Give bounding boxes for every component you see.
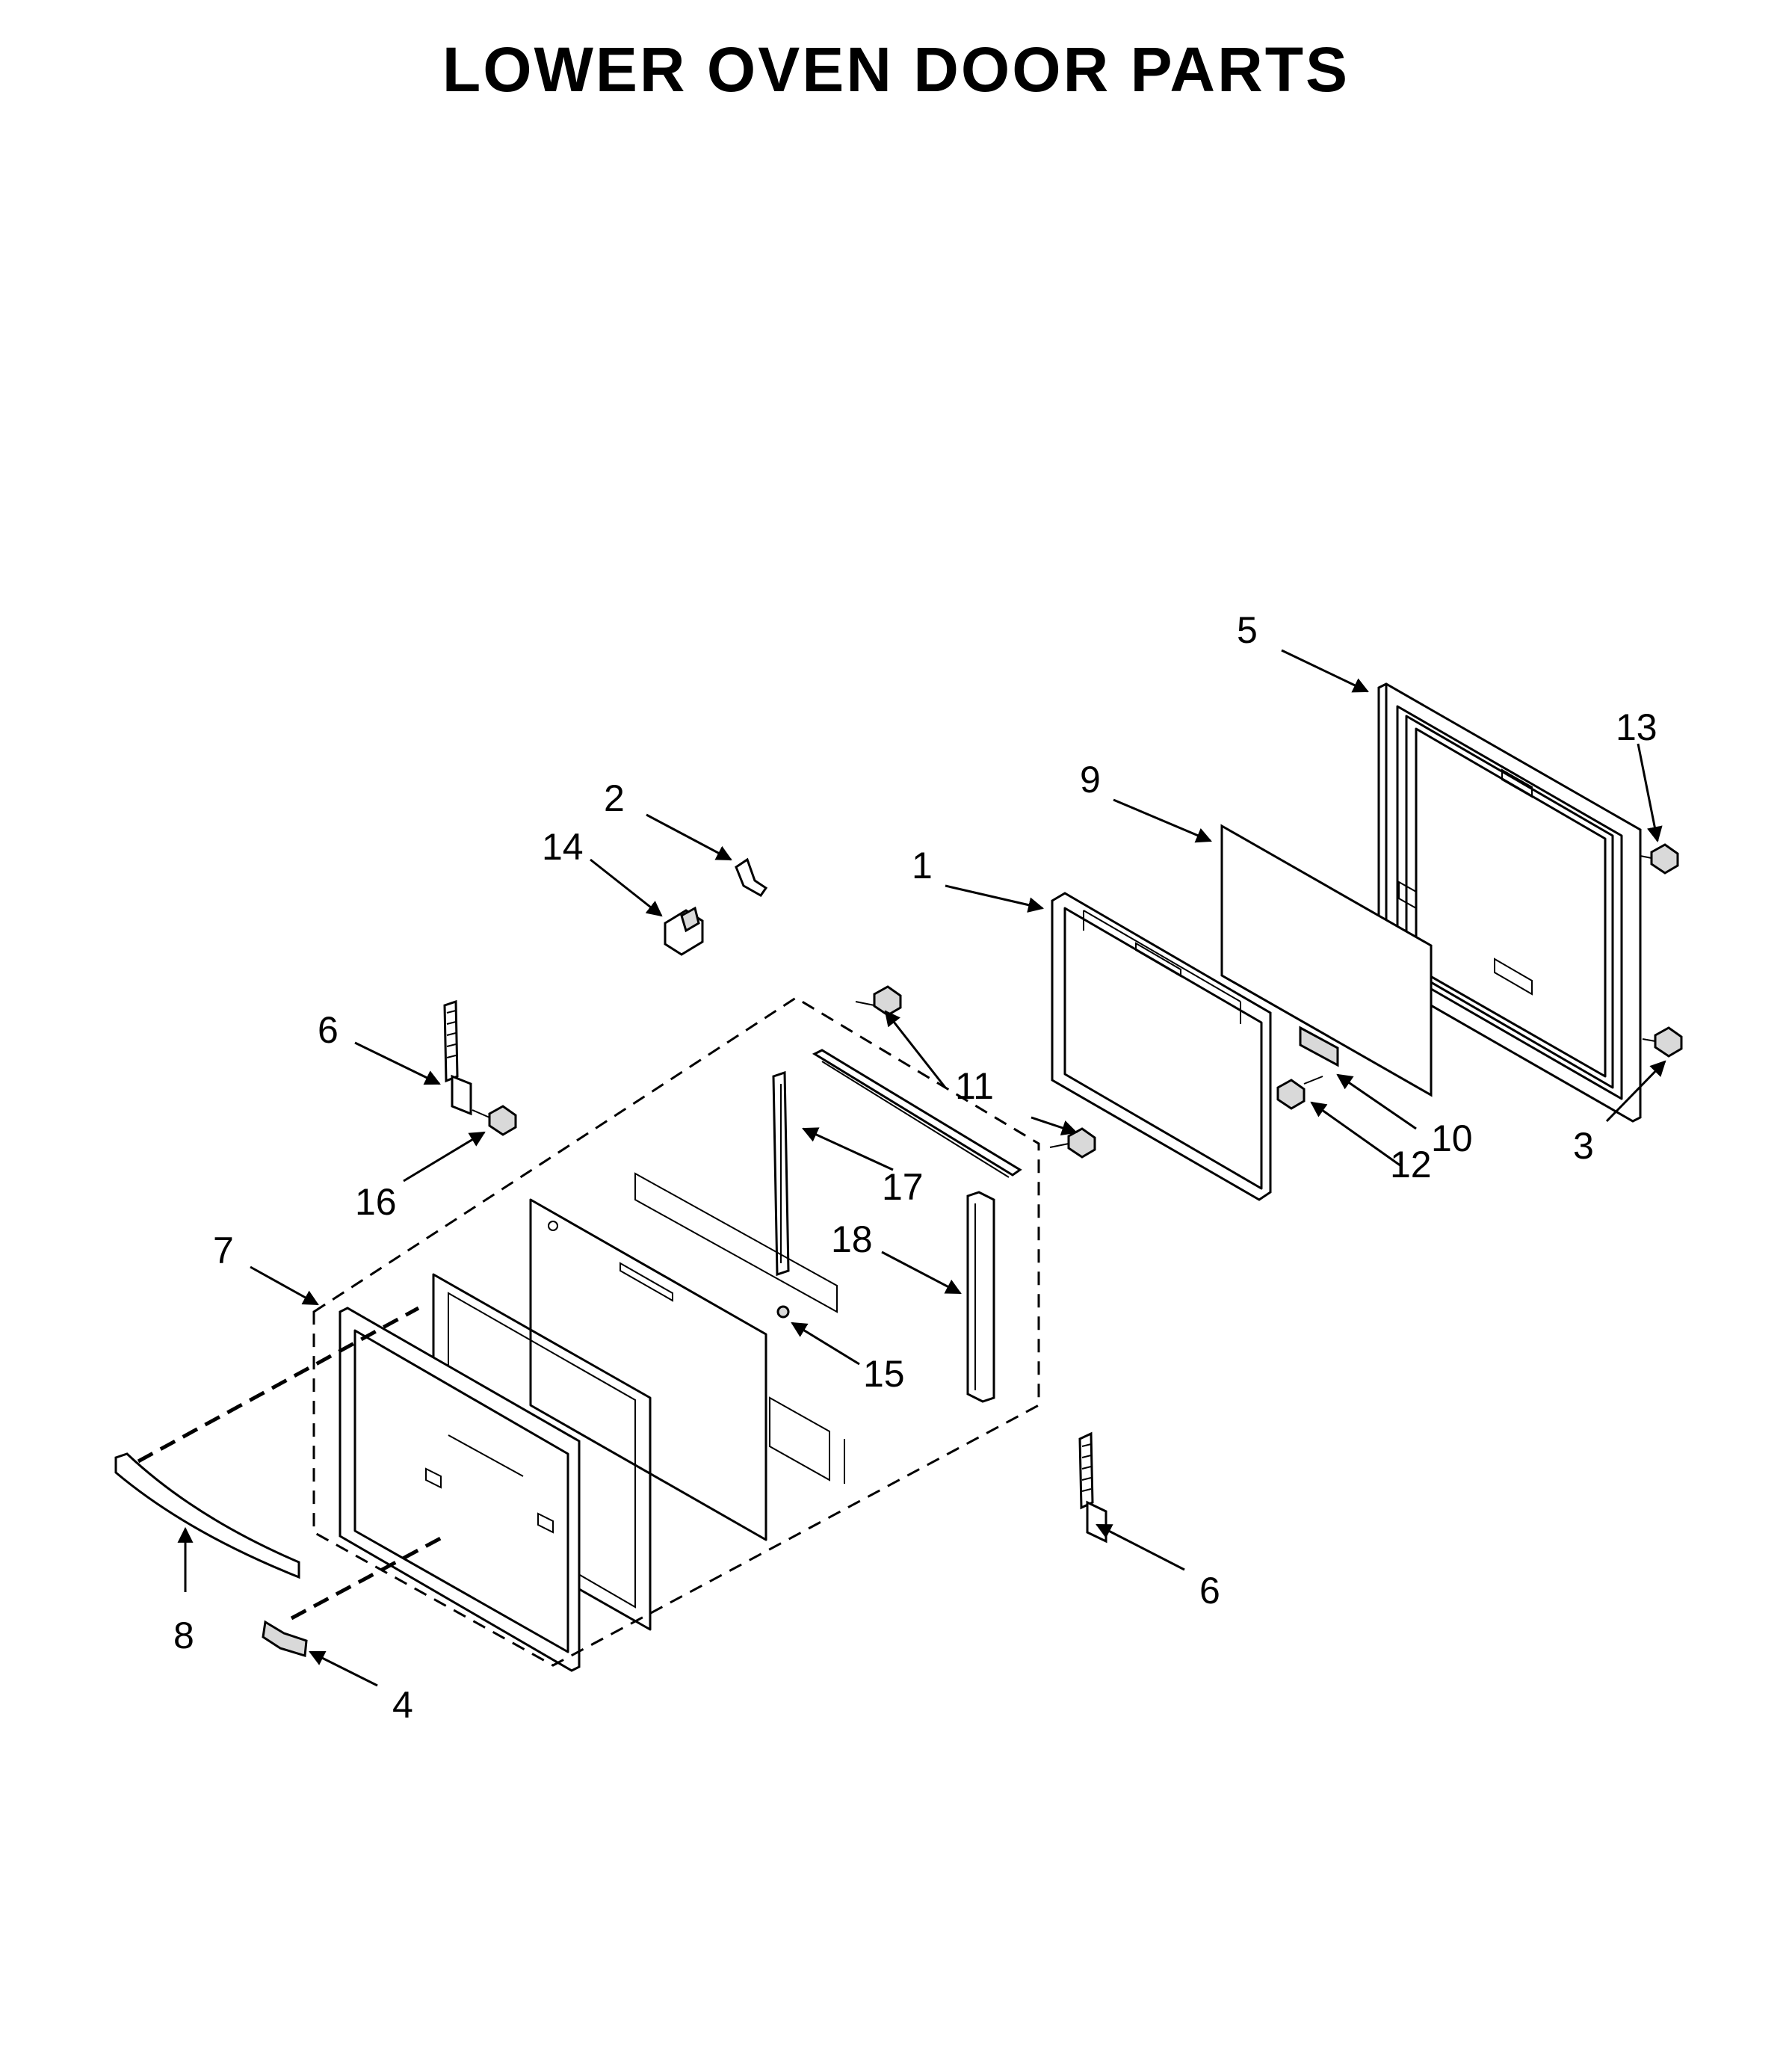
part-6-hinge-lower bbox=[1078, 1431, 1107, 1544]
callout-9: 9 bbox=[1080, 759, 1101, 801]
part-1-door-liner bbox=[1051, 892, 1272, 1201]
callout-6-upper: 6 bbox=[318, 1009, 339, 1051]
part-17-side-channel bbox=[772, 1070, 790, 1277]
callout-18: 18 bbox=[831, 1218, 873, 1260]
part-2-clip bbox=[735, 857, 768, 897]
callout-6-lower: 6 bbox=[1199, 1570, 1220, 1612]
callout-4: 4 bbox=[392, 1684, 413, 1726]
part-12-screw bbox=[1276, 1076, 1323, 1110]
callout-17: 17 bbox=[882, 1166, 924, 1208]
callout-10: 10 bbox=[1431, 1117, 1473, 1159]
part-14-latch bbox=[664, 906, 704, 956]
callout-7: 7 bbox=[213, 1230, 234, 1271]
callout-12: 12 bbox=[1390, 1144, 1432, 1185]
callout-16: 16 bbox=[355, 1181, 397, 1223]
middle-glass-panel bbox=[529, 1198, 767, 1541]
leader-arrows bbox=[177, 649, 1666, 1687]
callout-8: 8 bbox=[173, 1615, 194, 1656]
part-9-inner-glass bbox=[1220, 824, 1433, 1097]
part-10-bracket bbox=[1299, 1026, 1339, 1067]
part-6-hinge-upper bbox=[443, 999, 472, 1116]
callout-15: 15 bbox=[863, 1353, 905, 1395]
callout-1: 1 bbox=[912, 845, 933, 887]
part-3-screw bbox=[1642, 1026, 1683, 1058]
insulation-strip-lower bbox=[769, 1396, 845, 1484]
diagram-title: LOWER OVEN DOOR PARTS bbox=[442, 34, 1350, 105]
part-4-badge bbox=[262, 1620, 308, 1657]
top-channel-strip bbox=[812, 1049, 1022, 1178]
callout-3: 3 bbox=[1573, 1125, 1594, 1167]
part-8-door-handle bbox=[114, 1452, 300, 1579]
part-18-side-channel bbox=[966, 1191, 995, 1403]
part-11-screw-right bbox=[1049, 1127, 1096, 1159]
part-16-screw bbox=[472, 1105, 517, 1136]
handle-dashed-lines bbox=[137, 1306, 446, 1621]
part-11-screw-left bbox=[855, 985, 902, 1017]
part-13-screw bbox=[1640, 843, 1679, 875]
callout-14: 14 bbox=[542, 826, 584, 868]
callout-5: 5 bbox=[1237, 609, 1258, 651]
part-7-outer-door-panel bbox=[339, 1307, 581, 1672]
callout-labels: 5 13 9 1 2 14 6 16 11 17 18 15 10 12 3 7… bbox=[173, 609, 1657, 1726]
callout-13: 13 bbox=[1616, 706, 1657, 748]
insulation-strip-upper bbox=[634, 1172, 838, 1313]
part-15-grommet bbox=[776, 1305, 790, 1319]
callout-11: 11 bbox=[955, 1065, 994, 1107]
callout-2: 2 bbox=[604, 777, 625, 819]
